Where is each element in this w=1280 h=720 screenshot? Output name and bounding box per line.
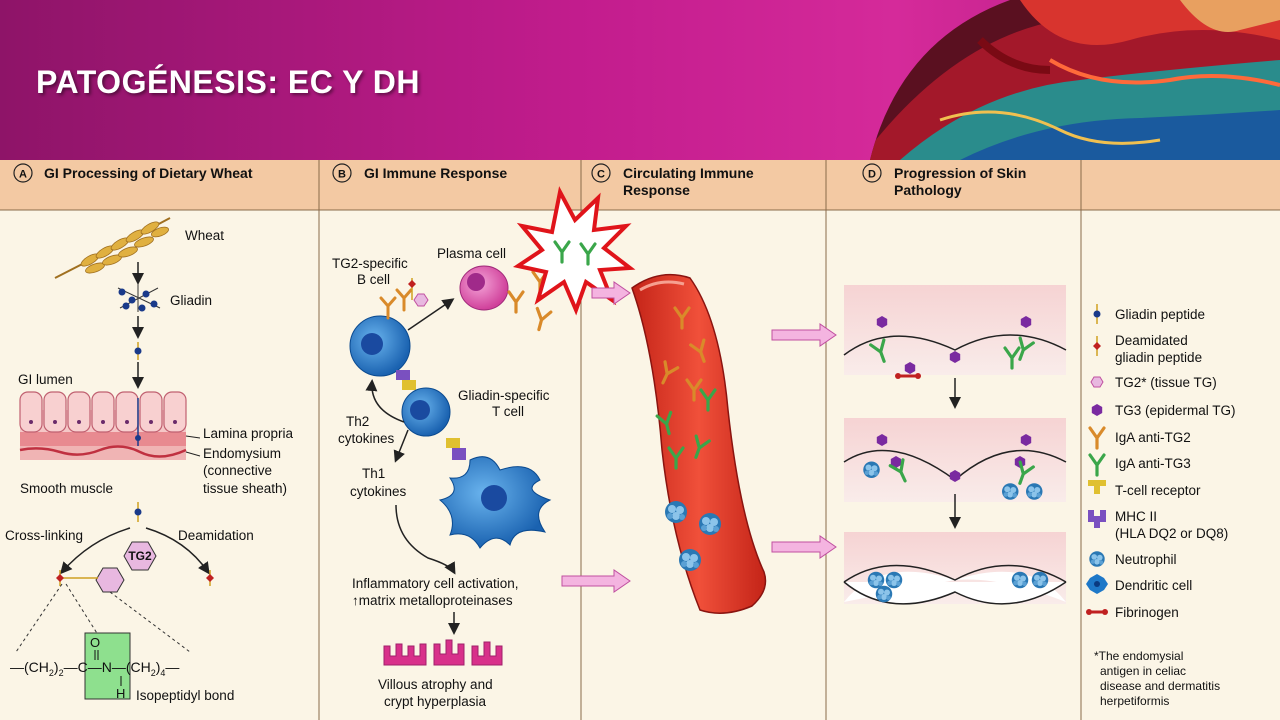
dendritic-cell-icon (1086, 574, 1108, 594)
mhc-ii-icon (1088, 510, 1106, 528)
svg-text:Lamina propria: Lamina propria (203, 426, 294, 441)
svg-text:Plasma cell: Plasma cell (437, 246, 506, 261)
tg3-icon (1091, 404, 1103, 416)
svg-text:B: B (338, 169, 346, 181)
dendritic-cell (438, 456, 552, 549)
svg-text:Pathology: Pathology (894, 182, 962, 198)
gliadin-peptides-icon (117, 284, 161, 312)
svg-text:Progression of Skin: Progression of Skin (894, 165, 1026, 181)
iga-anti-tg3-icon (1088, 453, 1106, 477)
pathogenesis-diagram: A GI Processing of Dietary Wheat B GI Im… (0, 160, 1280, 720)
svg-text:TG2: TG2 (128, 549, 152, 563)
svg-text:Response: Response (623, 182, 690, 198)
svg-text:MHC II: MHC II (1115, 509, 1157, 524)
skin-stage-2 (843, 418, 1067, 502)
panel-a-header: A GI Processing of Dietary Wheat (13, 163, 253, 183)
svg-text:T-cell receptor: T-cell receptor (1115, 483, 1201, 498)
svg-text:Isopeptidyl bond: Isopeptidyl bond (136, 688, 234, 703)
svg-text:TG3 (epidermal TG): TG3 (epidermal TG) (1115, 403, 1236, 418)
panel-a: Wheat Gliadin GI lumen (5, 217, 294, 703)
svg-text:Th2: Th2 (346, 414, 369, 429)
svg-text:TG2* (tissue TG): TG2* (tissue TG) (1115, 375, 1217, 390)
tg2-hexagon: TG2 (123, 541, 157, 571)
legend: Gliadin peptide Deamidated gliadin pepti… (1086, 304, 1236, 708)
svg-text:TG2-specific: TG2-specific (332, 256, 408, 271)
highlight-starburst (512, 186, 636, 316)
fibrinogen-icon (1086, 609, 1108, 615)
tg2-icon (1090, 376, 1104, 388)
b-cell (349, 288, 413, 377)
svg-text:Th1: Th1 (362, 466, 385, 481)
slide-title: PATOGÉNESIS: EC Y DH (36, 64, 421, 100)
svg-text:Cross-linking: Cross-linking (5, 528, 83, 543)
svg-text:crypt hyperplasia: crypt hyperplasia (384, 694, 487, 709)
svg-text:cytokines: cytokines (350, 484, 407, 499)
svg-text:Dendritic cell: Dendritic cell (1115, 578, 1192, 593)
skin-stage-3-blister (843, 532, 1067, 605)
svg-text:B cell: B cell (357, 272, 390, 287)
gliadin-peptide-icon (1093, 304, 1101, 324)
panel-b-header: B GI Immune Response (332, 163, 507, 183)
svg-text:tissue sheath): tissue sheath) (203, 481, 287, 496)
svg-text:IgA anti-TG2: IgA anti-TG2 (1115, 430, 1191, 445)
neutrophil-icon (1089, 551, 1105, 567)
svg-text:Gliadin-specific: Gliadin-specific (458, 388, 550, 403)
svg-text:Circulating Immune: Circulating Immune (623, 165, 754, 181)
svg-text:(connective: (connective (203, 463, 272, 478)
svg-text:Deamidated: Deamidated (1115, 333, 1188, 348)
svg-text:antigen in celiac: antigen in celiac (1100, 664, 1186, 678)
panel-b: TG2-specific B cell Plasma cell (332, 186, 636, 709)
slide-header: PATOGÉNESIS: EC Y DH (0, 0, 1280, 160)
svg-text:GI Processing of Dietary Wheat: GI Processing of Dietary Wheat (44, 165, 253, 181)
column-header-band (0, 160, 1280, 210)
svg-text:Gliadin peptide: Gliadin peptide (1115, 307, 1205, 322)
svg-text:gliadin peptide: gliadin peptide (1115, 350, 1202, 365)
svg-text:Gliadin: Gliadin (170, 293, 212, 308)
svg-text:cytokines: cytokines (338, 431, 395, 446)
svg-text:Villous atrophy and: Villous atrophy and (378, 677, 493, 692)
panel-c-header: C Circulating Immune Response (591, 163, 754, 198)
svg-text:herpetiformis: herpetiformis (1100, 694, 1169, 708)
panel-c (631, 273, 837, 614)
iga-anti-tg2-icon (1088, 426, 1106, 450)
svg-text:*The endomysial: *The endomysial (1094, 649, 1183, 663)
deamidated-peptide-icon (1093, 336, 1101, 356)
intestinal-epithelium (19, 391, 187, 460)
svg-text:(HLA DQ2 or DQ8): (HLA DQ2 or DQ8) (1115, 526, 1228, 541)
panel-d-header: D Progression of Skin Pathology (862, 163, 1026, 198)
skin-stage-1 (843, 285, 1067, 379)
svg-text:GI Immune Response: GI Immune Response (364, 165, 507, 181)
svg-text:T cell: T cell (492, 404, 524, 419)
svg-text:Endomysium: Endomysium (203, 446, 281, 461)
plasma-cell (459, 265, 509, 311)
svg-text:IgA anti-TG3: IgA anti-TG3 (1115, 456, 1191, 471)
villous-atrophy-tissue (383, 639, 503, 666)
svg-text:disease and dermatitis: disease and dermatitis (1100, 679, 1220, 693)
t-cell (401, 387, 451, 437)
svg-text:C: C (597, 169, 605, 181)
wheat-icon (54, 217, 171, 279)
panel-d (843, 285, 1067, 605)
svg-text:D: D (868, 169, 876, 181)
svg-text:A: A (19, 169, 27, 181)
svg-text:Inflammatory cell activation,: Inflammatory cell activation, (352, 576, 519, 591)
decorative-abstract-art (870, 0, 1280, 160)
svg-text:↑matrix metalloproteinases: ↑matrix metalloproteinases (352, 593, 513, 608)
svg-text:Smooth muscle: Smooth muscle (20, 481, 113, 496)
svg-text:O: O (90, 635, 100, 650)
svg-text:H: H (116, 686, 125, 701)
svg-text:Deamidation: Deamidation (178, 528, 254, 543)
svg-text:Wheat: Wheat (185, 228, 224, 243)
svg-text:GI lumen: GI lumen (18, 372, 73, 387)
svg-text:Neutrophil: Neutrophil (1115, 552, 1177, 567)
t-cell-receptor-icon (1088, 480, 1106, 494)
svg-text:Fibrinogen: Fibrinogen (1115, 605, 1179, 620)
